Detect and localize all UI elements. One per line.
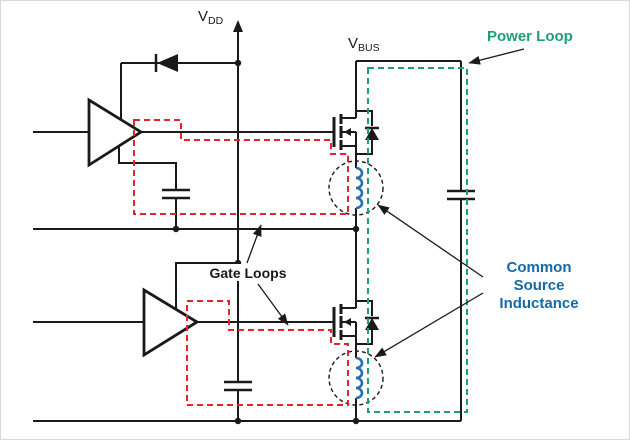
lower-gate-driver bbox=[142, 287, 200, 358]
circuit-wiring bbox=[33, 20, 475, 422]
upper-gate-driver bbox=[87, 97, 144, 168]
vdd-sub: DD bbox=[208, 15, 224, 27]
vdd-bus bbox=[233, 20, 243, 421]
upper-gate-loop-path bbox=[133, 119, 349, 215]
upper-bypass-capacitor bbox=[118, 146, 190, 229]
power-loop-arrow bbox=[468, 48, 525, 65]
vbus-sub: BUS bbox=[358, 42, 380, 54]
vdd-base: V bbox=[198, 8, 208, 25]
vbus-rail bbox=[356, 60, 462, 191]
junction-dot bbox=[234, 417, 242, 425]
csi-label-line2: Source bbox=[514, 277, 565, 294]
common-source-inductors bbox=[355, 166, 364, 400]
bootstrap-diode-icon bbox=[154, 54, 178, 72]
gate-loops-label-bg bbox=[212, 264, 284, 281]
upper-inductor-circle bbox=[328, 160, 384, 216]
gate-loops-label: Gate Loops bbox=[209, 265, 286, 281]
csi-upper-arrow bbox=[377, 204, 484, 278]
junction-dot bbox=[234, 59, 242, 67]
gate-loop-upper-arrow bbox=[246, 224, 262, 264]
lower-driver-supply bbox=[175, 262, 238, 309]
junction-dot bbox=[352, 417, 360, 425]
upper-body-diode-icon bbox=[356, 110, 379, 155]
csi-label: Common Source Inductance bbox=[499, 259, 578, 312]
csi-label-line1: Common bbox=[507, 259, 572, 276]
gate-loops bbox=[133, 119, 349, 406]
vdd-label: VDD bbox=[198, 8, 224, 27]
csi-lower-arrow bbox=[374, 292, 484, 358]
vdd-decoupling-capacitor bbox=[224, 380, 252, 392]
callout-arrows bbox=[246, 48, 525, 358]
csi-label-line3: Inductance bbox=[499, 295, 578, 312]
vbus-base: V bbox=[348, 35, 358, 52]
power-loop-path bbox=[367, 67, 468, 413]
vdd-arrow-icon bbox=[233, 20, 243, 32]
gate-loop-lower-arrow bbox=[257, 283, 289, 326]
junction-dots bbox=[172, 59, 360, 425]
gate-loops-label-group: Gate Loops bbox=[209, 264, 287, 281]
lower-gate-loop-path bbox=[186, 300, 349, 406]
lower-mosfet bbox=[332, 229, 379, 358]
upper-common-source-inductor bbox=[355, 166, 364, 210]
junction-dot bbox=[172, 225, 180, 233]
junction-dot bbox=[352, 225, 360, 233]
power-loop-label: Power Loop bbox=[487, 28, 573, 45]
bus-capacitor bbox=[447, 189, 475, 421]
lower-common-source-inductor bbox=[355, 356, 364, 400]
lower-inductor-circle bbox=[328, 350, 384, 406]
vbus-label: VBUS bbox=[348, 35, 380, 54]
inductor-highlight-circles bbox=[328, 160, 384, 406]
upper-mosfet bbox=[332, 61, 379, 168]
